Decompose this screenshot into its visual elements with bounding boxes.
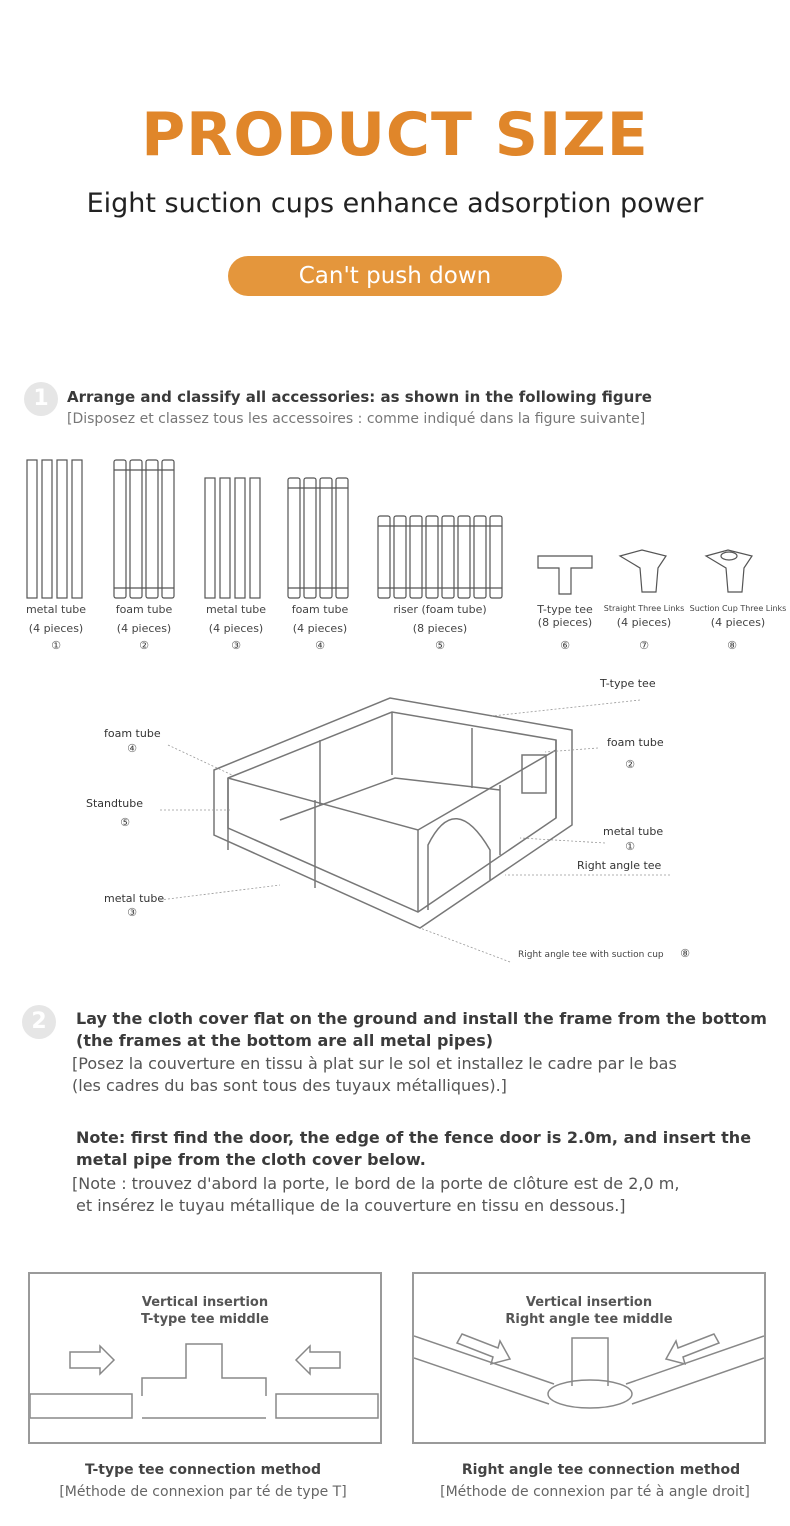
callout-metal-tube-right: metal tube xyxy=(603,825,664,838)
t-tee-caption: T-type tee connection method xyxy=(84,1462,322,1478)
t-tee-shape xyxy=(537,555,593,595)
callout-suction-tee: Right angle tee with suction cup xyxy=(518,950,664,960)
t-tee-shape-large xyxy=(141,1343,267,1396)
note-fr-line2: et insérez le tuyau métallique de la cou… xyxy=(76,1196,626,1215)
step-2-title-line2: (the frames at the bottom are all metal … xyxy=(76,1031,494,1050)
part-count-4: (4 pieces) xyxy=(292,622,348,635)
metal-tube-3-group xyxy=(204,477,261,599)
right-angle-connection-box: Vertical insertion Right angle tee middl… xyxy=(412,1272,766,1444)
metal-tube-1-group xyxy=(26,459,83,599)
arrow-right-icon xyxy=(69,1344,116,1376)
riser-5-group xyxy=(377,515,503,599)
part-num-3: ③ xyxy=(231,639,241,652)
right-angle-box-title2: Right angle tee middle xyxy=(505,1312,673,1327)
note-line1: Note: first find the door, the edge of t… xyxy=(76,1128,752,1147)
part-count-6: (8 pieces) xyxy=(537,616,593,629)
right-angle-caption: Right angle tee connection method xyxy=(461,1462,741,1478)
arrow-down-right-icon xyxy=(455,1333,512,1366)
part-count-1: (4 pieces) xyxy=(28,622,84,635)
arrow-left-icon xyxy=(294,1344,341,1376)
page-subtitle: Eight suction cups enhance adsorption po… xyxy=(86,188,704,219)
part-label-5: riser (foam tube) xyxy=(393,603,487,616)
feature-badge: Can't push down xyxy=(228,256,562,296)
right-angle-connection-drawing xyxy=(414,1333,764,1409)
callout-foam-tube-right-num: ② xyxy=(625,758,635,771)
part-label-7: Straight Three Links xyxy=(603,604,685,613)
foam-tube-4-group xyxy=(287,477,349,599)
straight-three-link-shape xyxy=(618,549,667,593)
part-count-8: (4 pieces) xyxy=(710,616,766,629)
part-label-3: metal tube xyxy=(205,603,267,616)
callout-suction-tee-num: ⑧ xyxy=(680,947,690,960)
t-tee-caption-fr: [Méthode de connexion par té de type T] xyxy=(59,1484,347,1500)
note-line2: metal pipe from the cloth cover below. xyxy=(76,1150,426,1169)
part-label-1: metal tube xyxy=(25,603,87,616)
right-angle-caption-fr: [Méthode de connexion par té à angle dro… xyxy=(440,1484,750,1500)
part-label-8: Suction Cup Three Links xyxy=(689,604,787,613)
part-count-5: (8 pieces) xyxy=(412,622,468,635)
t-tee-box-title2: T-type tee middle xyxy=(141,1312,269,1327)
callout-metal-tube-left: metal tube xyxy=(104,892,165,905)
part-num-7: ⑦ xyxy=(639,639,649,652)
part-num-4: ④ xyxy=(315,639,325,652)
part-num-1: ① xyxy=(51,639,61,652)
callout-foam-tube-left-num: ④ xyxy=(127,742,137,755)
step-1-badge: 1 xyxy=(24,382,58,416)
callout-metal-tube-left-num: ③ xyxy=(127,906,137,919)
step-2-title-line1: Lay the cloth cover flat on the ground a… xyxy=(76,1009,767,1028)
part-label-6: T-type tee xyxy=(537,603,593,616)
callout-foam-tube-left: foam tube xyxy=(104,727,161,740)
note-fr-line1: [Note : trouvez d'abord la porte, le bor… xyxy=(72,1174,680,1193)
page-title: PRODUCT SIZE xyxy=(141,100,649,170)
part-label-4: foam tube xyxy=(291,603,349,616)
step-2-fr-line1: [Posez la couverture en tissu à plat sur… xyxy=(72,1054,677,1073)
step-1-title-fr: [Disposez et classez tous les accessoire… xyxy=(67,411,646,427)
part-label-2: foam tube xyxy=(115,603,173,616)
part-num-6: ⑥ xyxy=(560,639,570,652)
callout-right-angle-tee: Right angle tee xyxy=(577,859,662,872)
callout-standtube-num: ⑤ xyxy=(120,816,130,829)
right-angle-box-title1: Vertical insertion xyxy=(525,1295,653,1310)
callout-t-type-tee: T-type tee xyxy=(600,677,656,690)
t-tee-box-title1: Vertical insertion xyxy=(141,1295,269,1310)
t-tee-connection-box: Vertical insertion T-type tee middle xyxy=(28,1272,382,1444)
part-num-5: ⑤ xyxy=(435,639,445,652)
part-num-2: ② xyxy=(139,639,149,652)
suction-three-link-shape xyxy=(704,549,753,593)
part-count-2: (4 pieces) xyxy=(116,622,172,635)
callout-foam-tube-right: foam tube xyxy=(607,736,664,749)
part-count-3: (4 pieces) xyxy=(208,622,264,635)
arrow-down-left-icon xyxy=(664,1333,721,1366)
right-angle-tee-shape xyxy=(571,1337,609,1386)
step-2-fr-line2: (les cadres du bas sont tous des tuyaux … xyxy=(72,1076,507,1095)
callout-standtube: Standtube xyxy=(86,797,144,810)
t-tee-connection-drawing xyxy=(30,1343,379,1419)
part-count-7: (4 pieces) xyxy=(616,616,672,629)
callout-metal-tube-right-num: ① xyxy=(625,840,635,853)
step-1-title: Arrange and classify all accessories: as… xyxy=(67,388,652,406)
step-2-badge: 2 xyxy=(22,1005,56,1039)
playpen-assembly-diagram xyxy=(159,697,670,963)
foam-tube-2-group xyxy=(113,459,175,599)
parts-illustration xyxy=(26,459,753,599)
part-num-8: ⑧ xyxy=(727,639,737,652)
